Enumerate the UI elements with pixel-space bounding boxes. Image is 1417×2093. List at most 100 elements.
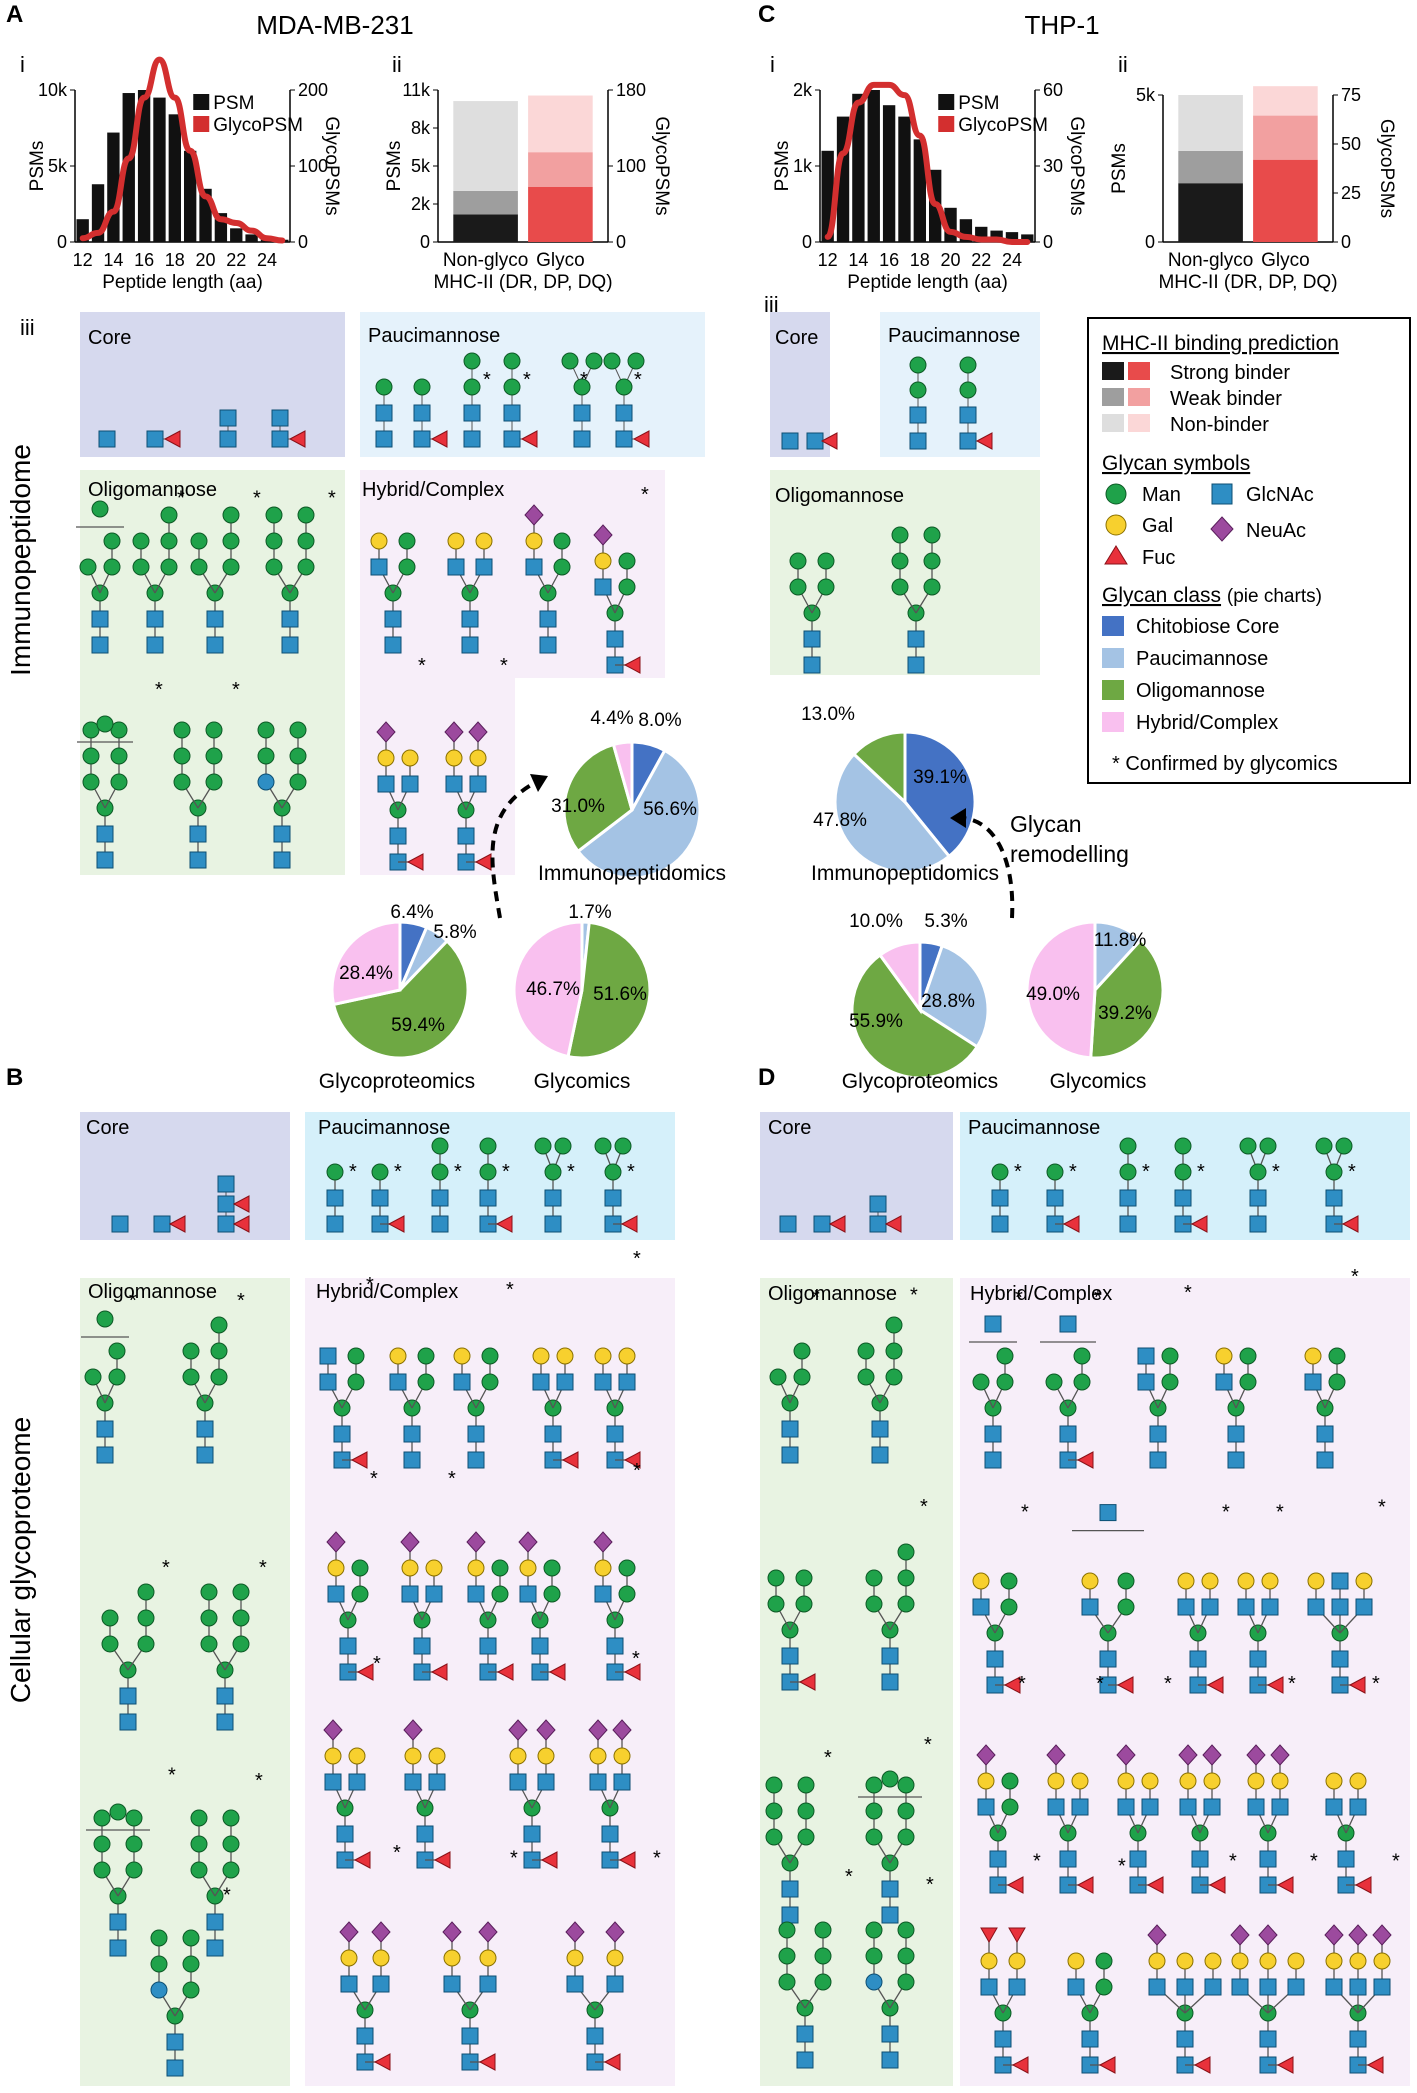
d-hybrid-glycans: ****************** (969, 1266, 1400, 2074)
confirmed-star: * (394, 1161, 402, 1183)
glycan-residue (537, 1773, 555, 1791)
x-tick-label: 20 (196, 250, 216, 270)
pie-label: 28.8% (921, 991, 975, 1012)
glycan-residue (803, 630, 821, 648)
glycan-residue (857, 1342, 875, 1360)
legend: MHC-II binding prediction Strong binder … (1087, 317, 1411, 784)
glycan-residue (1259, 1850, 1277, 1868)
bar (1005, 232, 1019, 242)
glycan-residue (110, 773, 128, 791)
b-pauci-glycans: ****** (326, 1137, 638, 1233)
glycan-residue (403, 1425, 421, 1443)
glycan-residue (885, 1368, 903, 1386)
glycan-residue (182, 1955, 200, 1973)
bar-segment (1253, 115, 1318, 160)
y-tick-label: 10k (38, 80, 68, 100)
glycan-residue (206, 1939, 224, 1957)
star: * (634, 369, 642, 391)
confirmed-star: * (924, 1734, 932, 1756)
glycan-residue (257, 773, 275, 791)
legend-pauci: Paucimannose (1136, 648, 1268, 670)
glycan-residue (265, 506, 283, 524)
glycan-residue (789, 578, 807, 596)
glycan-residue (553, 558, 571, 576)
bar-segment (1178, 95, 1243, 151)
box-title: Core (775, 327, 818, 349)
glycan-residue (1117, 1598, 1135, 1616)
c-pauci-box: Paucimannose (880, 312, 1040, 457)
bar (153, 97, 166, 242)
glycan-residue (1149, 1451, 1167, 1469)
glycan-residue (372, 1975, 390, 1993)
glycan-residue (1081, 1598, 1099, 1616)
glycan-residue (556, 1373, 574, 1391)
glycan-residue (1046, 1189, 1064, 1207)
confirmed-star: * (1184, 1282, 1192, 1304)
glycan-residue (222, 1861, 240, 1879)
pie-label: 6.4% (390, 902, 433, 923)
confirmed-star: * (373, 1653, 381, 1675)
glycan-residue (1174, 1163, 1192, 1181)
glycan-residue (1249, 1163, 1267, 1181)
legend-glcnac: GlcNAc (1246, 484, 1314, 506)
glycan-residue (339, 1637, 357, 1655)
x-tick-label: 16 (879, 250, 899, 270)
bar (122, 93, 135, 242)
bar (852, 93, 865, 242)
glycan-residue (232, 1609, 250, 1627)
glycan-residue (491, 1585, 509, 1603)
glycan-residue (384, 610, 402, 628)
glycan-residue (865, 1569, 883, 1587)
box-title: Paucimannose (888, 325, 1020, 347)
glycan-residue (991, 1163, 1009, 1181)
glycan-residue (897, 1776, 915, 1794)
glycan-residue (1176, 2030, 1194, 2048)
bar (882, 105, 896, 242)
bar (898, 116, 911, 242)
y2-tick-label: 100 (298, 156, 328, 176)
glycan-residue (182, 1929, 200, 1947)
glycan-residue (795, 1569, 813, 1587)
box-title: Oligomannose (775, 485, 904, 507)
glycan-residue (93, 1861, 111, 1879)
glycan-residue (1215, 1347, 1233, 1365)
glycan-residue (781, 1647, 799, 1665)
y2-tick-label: 180 (616, 80, 646, 100)
glycan-residue (1355, 1598, 1373, 1616)
glycan-residue (994, 2030, 1012, 2048)
glycan-residue (461, 2027, 479, 2045)
confirmed-star: * (253, 488, 261, 510)
glycan-residue (523, 1825, 541, 1843)
glycan-residue (109, 1913, 127, 1931)
glycan-residue (601, 1825, 619, 1843)
glycan-residue (781, 1880, 799, 1898)
glycan-residue (289, 747, 307, 765)
glycan-residue (539, 610, 557, 628)
glycan-residue (1008, 1952, 1026, 1970)
glycan-residue (767, 1595, 785, 1613)
d-oligo-glycans: ******* (765, 1285, 934, 2069)
glycan-residue (1137, 1347, 1155, 1365)
confirmed-star: * (393, 1842, 401, 1864)
glycan-residue (289, 721, 307, 739)
glycan-residue (467, 1451, 485, 1469)
glycan-residue (273, 851, 291, 869)
glycan-residue (119, 1687, 137, 1705)
a-hybrid-glycans: *** (370, 484, 649, 871)
y2-tick-label: 0 (1043, 232, 1053, 252)
glycan-residue (401, 1585, 419, 1603)
confirmed-star: * (168, 1765, 176, 1787)
glycan-residue (109, 1939, 127, 1957)
glycan-residue (443, 1975, 461, 1993)
glycan-residue (865, 1973, 883, 1991)
glycan-residue (1141, 1798, 1159, 1816)
legend-neuac: NeuAc (1246, 520, 1306, 542)
confirmed-star: * (910, 1285, 918, 1307)
glycan-residue (1325, 1952, 1343, 1970)
y-tick-label: 8k (411, 118, 431, 138)
box-title: Core (768, 1117, 811, 1139)
pie-label: 13.0% (801, 704, 855, 725)
bar-segment (528, 152, 593, 187)
